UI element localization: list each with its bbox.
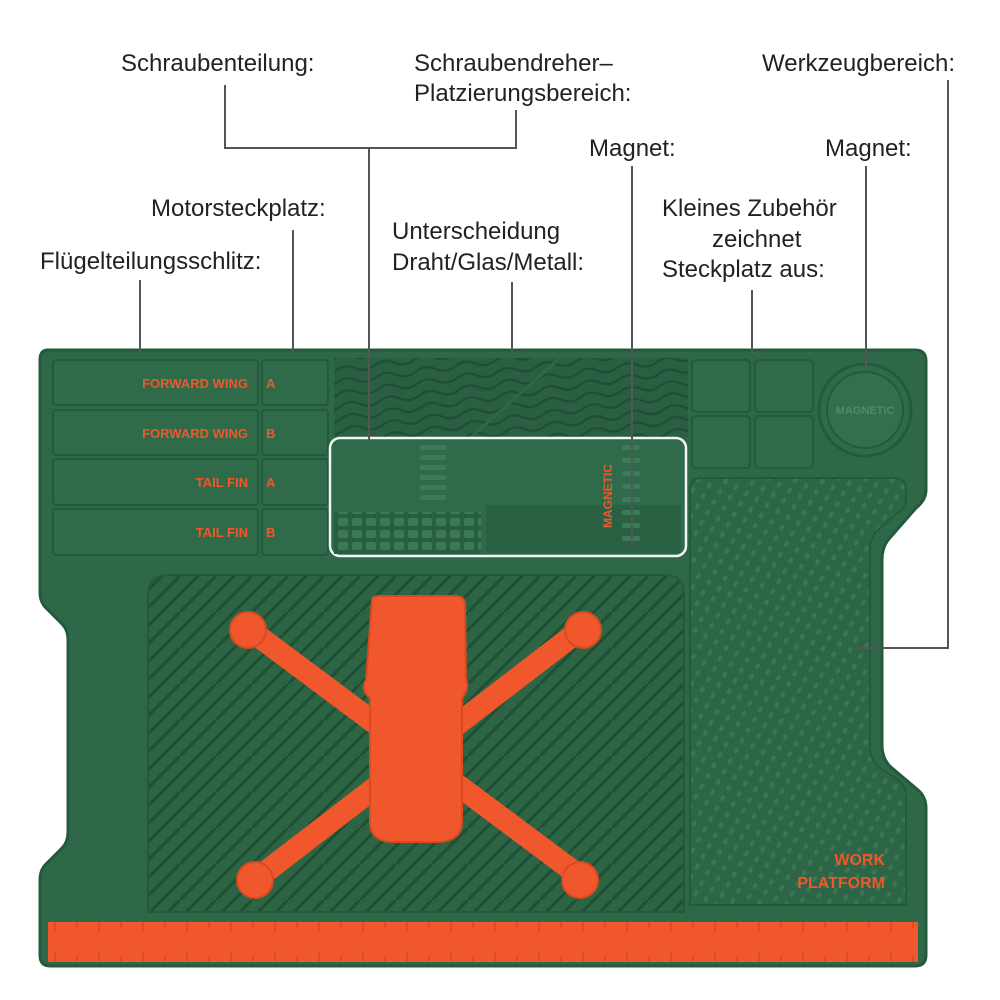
ruler xyxy=(48,922,918,962)
magnetic-vertical-label: MAGNETIC xyxy=(601,464,615,528)
callout-tool-area: Werkzeugbereich: xyxy=(762,50,955,77)
work-platform-line1: WORK xyxy=(834,852,885,869)
screw-comb xyxy=(420,445,446,500)
slot-2-letter: B xyxy=(266,426,275,441)
slot-3-name: TAIL FIN xyxy=(196,475,248,490)
callout-magnet-right: Magnet: xyxy=(825,135,912,162)
tool-area xyxy=(689,477,907,906)
drone-silhouette xyxy=(229,595,602,899)
callout-motor-slot: Motorsteckplatz: xyxy=(151,195,326,222)
slot-4-name: TAIL FIN xyxy=(196,525,248,540)
slot-4-letter: B xyxy=(266,525,275,540)
work-platform-line2: PLATFORM xyxy=(797,875,885,892)
accessory-slots xyxy=(691,359,814,469)
wire-glass-metal-texture xyxy=(334,358,688,438)
callout-wire-line2: Draht/Glas/Metall: xyxy=(392,249,585,276)
leader-lines xyxy=(139,80,949,649)
slot-1-letter: A xyxy=(266,376,276,391)
slot-2-name: FORWARD WING xyxy=(142,426,248,441)
screw-grid xyxy=(334,512,481,554)
slot-1-name: FORWARD WING xyxy=(142,376,248,391)
magnetic-circle-label: MAGNETIC xyxy=(836,405,895,417)
callout-screw-division: Schraubenteilung: xyxy=(121,50,315,77)
callout-accessory-line1: Kleines Zubehör xyxy=(662,195,837,222)
ruler-ticks xyxy=(54,922,914,962)
callout-accessory-line3: Steckplatz aus: xyxy=(662,256,825,283)
callout-screwdriver-area-line2: Platzierungsbereich: xyxy=(414,80,632,107)
slot-3-letter: A xyxy=(266,475,276,490)
callout-screwdriver-area-line1: Schraubendreher– xyxy=(414,50,613,77)
callout-accessory-line2: zeichnet xyxy=(712,226,802,253)
wing-slot-rows xyxy=(52,359,329,556)
callout-magnet-middle: Magnet: xyxy=(589,135,676,162)
callout-wire-line1: Unterscheidung xyxy=(392,218,561,245)
callout-wing-slot: Flügelteilungsschlitz: xyxy=(40,248,262,275)
